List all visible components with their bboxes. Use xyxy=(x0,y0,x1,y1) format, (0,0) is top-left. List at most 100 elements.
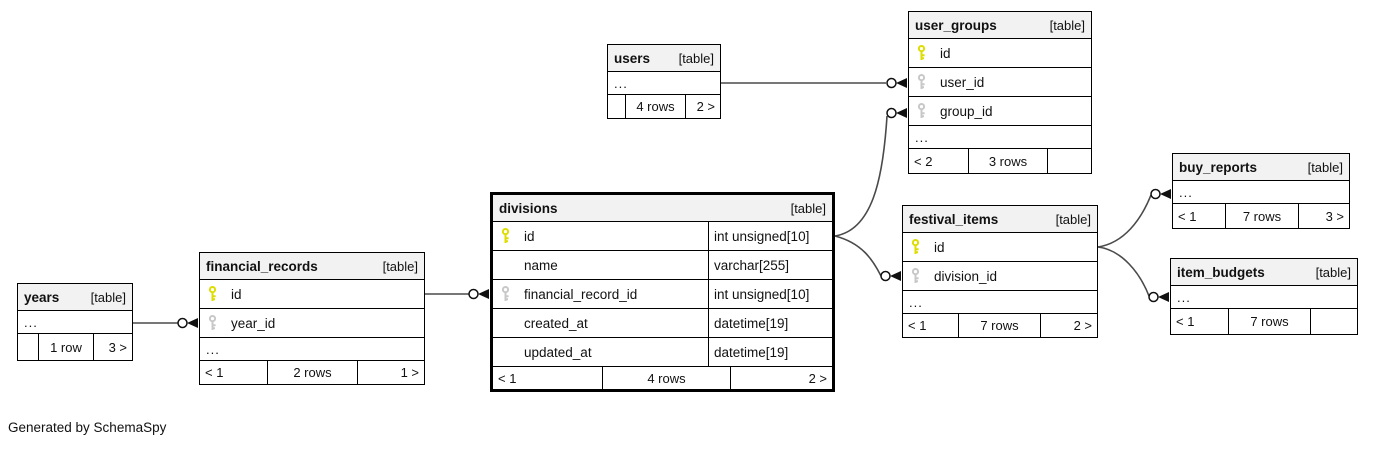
key-iconbox xyxy=(916,103,940,119)
foreign-key-icon xyxy=(917,103,926,118)
fk-arrowhead-icon xyxy=(478,289,489,299)
column-name-cell: id xyxy=(909,39,1091,67)
footer-parent-count: < 1 xyxy=(1173,204,1226,228)
column-row-year_id: year_id xyxy=(200,309,424,338)
key-iconbox xyxy=(916,74,940,90)
footer-row-count: 7 rows xyxy=(1226,204,1299,228)
relationship-edge xyxy=(834,115,888,237)
key-iconbox xyxy=(916,45,940,61)
footer-child-count xyxy=(1311,309,1357,334)
table-name: financial_records xyxy=(206,258,318,274)
key-iconbox xyxy=(207,315,231,331)
table-tag: [table] xyxy=(1055,211,1091,227)
key-iconbox xyxy=(910,239,934,255)
column-name-cell: year_id xyxy=(200,309,424,337)
table-tag: [table] xyxy=(1049,17,1085,33)
table-tag: [table] xyxy=(1315,264,1351,280)
elided-columns-row: ... xyxy=(608,72,720,95)
key-iconbox xyxy=(910,268,934,284)
fk-circle-icon xyxy=(177,317,188,329)
footer-row-count: 2 rows xyxy=(268,361,358,384)
fk-circle-icon xyxy=(468,288,479,300)
fk-arrowhead-icon xyxy=(896,78,907,88)
table-header: festival_items [table] xyxy=(903,206,1097,233)
footer-parent-count: < 1 xyxy=(1171,309,1229,334)
column-type: int unsigned[10] xyxy=(708,280,832,308)
footer-row-count: 4 rows xyxy=(603,367,731,389)
elided-columns-row: ... xyxy=(200,338,424,361)
column-row-division_id: division_id xyxy=(903,262,1097,291)
table-name: festival_items xyxy=(909,211,999,227)
column-row-id: id xyxy=(903,233,1097,262)
primary-key-icon xyxy=(501,228,510,243)
column-name-cell: id xyxy=(903,233,1097,261)
column-type: datetime[19] xyxy=(708,309,832,337)
key-iconbox xyxy=(207,286,231,302)
table-header: buy_reports[table] xyxy=(1173,154,1349,181)
footer-parent-count: < 1 xyxy=(903,314,959,337)
fk-circle-icon xyxy=(1150,188,1161,200)
table-name: users xyxy=(614,50,651,66)
column-name: name xyxy=(524,257,558,273)
column-name-cell: updated_at xyxy=(493,338,708,366)
column-name: id xyxy=(940,45,951,61)
footer-child-count: 2 > xyxy=(1073,318,1092,333)
footer-child-count: 3 > xyxy=(1325,208,1344,224)
footer-row-count: 3 rows xyxy=(969,149,1048,173)
column-type: datetime[19] xyxy=(708,338,832,366)
elided-columns-row: ... xyxy=(1173,181,1349,204)
column-row-user_id: user_id xyxy=(909,68,1091,97)
table-name: divisions xyxy=(499,200,558,216)
elided-columns-row: ... xyxy=(903,291,1097,314)
footer-parent-count xyxy=(18,334,39,360)
footer-parent-count: < 1 xyxy=(493,367,603,389)
table-header: users[table] xyxy=(608,45,720,72)
relationship-edge xyxy=(1097,246,1150,297)
column-name: id xyxy=(231,286,242,302)
column-name: id xyxy=(524,228,535,244)
column-name-cell: created_at xyxy=(493,309,708,337)
column-name-cell: division_id xyxy=(903,262,1097,290)
relationship-edge xyxy=(1097,194,1152,248)
column-row-id: id xyxy=(200,280,424,309)
footer-child-count: 2 > xyxy=(808,370,827,386)
table-header: years[table] xyxy=(18,284,132,311)
column-name: year_id xyxy=(231,315,276,331)
column-name-cell: user_id xyxy=(909,68,1091,96)
column-row-id: id xyxy=(909,39,1091,68)
table-tag: [table] xyxy=(1307,159,1343,175)
table-tag: [table] xyxy=(790,200,826,216)
fk-arrowhead-icon xyxy=(890,271,901,281)
column-name-cell: group_id xyxy=(909,97,1091,125)
table-header: item_budgets[table] xyxy=(1171,259,1357,286)
footer-row-count: 7 rows xyxy=(1229,309,1311,334)
fk-arrowhead-icon xyxy=(1160,189,1171,199)
column-name-cell: financial_record_id xyxy=(493,280,708,308)
fk-circle-icon xyxy=(880,270,891,282)
generated-by-note: Generated by SchemaSpy xyxy=(8,420,167,435)
column-name: group_id xyxy=(940,103,993,119)
fk-arrowhead-icon xyxy=(1158,292,1169,302)
fk-circle-icon xyxy=(886,107,897,119)
footer-child-count xyxy=(1048,149,1091,173)
